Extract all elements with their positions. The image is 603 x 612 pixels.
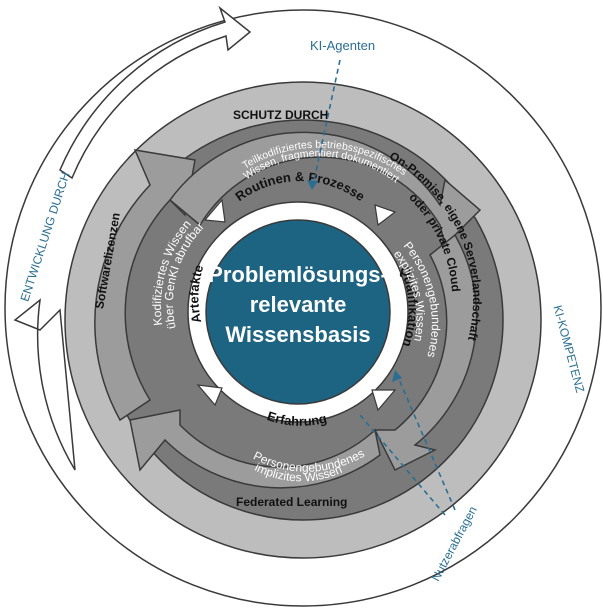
protection-title: SCHUTZ DURCH bbox=[233, 108, 328, 122]
label-erfahrung: Erfahrung bbox=[265, 408, 328, 429]
nutzerabfragen-line-2 bbox=[359, 414, 446, 516]
inner-arrow-tip-4 bbox=[196, 384, 223, 407]
center-line-2: relevante bbox=[250, 292, 347, 317]
outer-arrow-left bbox=[13, 298, 76, 471]
outer-arrow-top bbox=[59, 5, 252, 180]
segment-right-arrow bbox=[373, 233, 478, 472]
nutzerabfragen-line-1 bbox=[394, 369, 456, 511]
ki-agenten-arrow-head bbox=[307, 180, 318, 190]
segment-bottom-arrow bbox=[129, 409, 381, 489]
ki-agenten-dashed-line bbox=[311, 59, 341, 191]
inner-arrow-tip-1 bbox=[203, 198, 226, 223]
center-line-1: Problemlösungs- bbox=[208, 262, 388, 287]
segment-left-arrow bbox=[94, 149, 196, 422]
center-circle bbox=[205, 219, 391, 405]
center-line-3: Wissensbasis bbox=[225, 322, 370, 347]
label-artefakte: Artefakte bbox=[186, 263, 206, 325]
annotation-ki-agenten: KI-Agenten bbox=[310, 38, 375, 53]
inner-arrow-tip-3 bbox=[371, 389, 397, 412]
segment-top-arrow bbox=[168, 131, 482, 247]
inner-arrow-tip-2 bbox=[374, 204, 397, 227]
protection-bottom: Federated Learning bbox=[236, 495, 347, 509]
nutzerabfragen-arrow-1 bbox=[392, 370, 402, 382]
